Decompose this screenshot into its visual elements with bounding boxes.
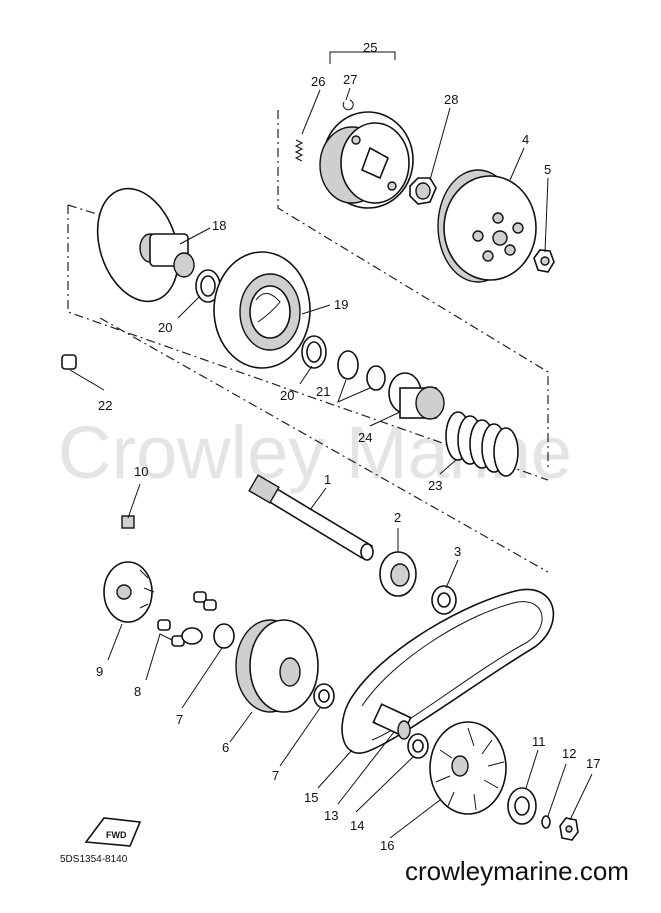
callout-23: 23 [428,478,442,493]
movable-sheave-part[interactable] [235,619,319,713]
collar-part[interactable] [431,585,457,615]
seal-part[interactable] [507,787,537,825]
callout-27: 27 [343,72,357,87]
callout-20-lower: 20 [280,388,294,403]
callout-12: 12 [562,746,576,761]
fixed-sheave-fan-part[interactable] [429,721,507,815]
callout-25: 25 [363,40,377,55]
ring-part[interactable] [407,733,429,759]
callout-10: 10 [134,464,148,479]
leader-lines [69,51,593,839]
callout-14: 14 [350,818,364,833]
washer-part[interactable] [313,683,335,709]
forward-marker-label: FWD [106,830,127,840]
callout-16: 16 [380,838,394,853]
callout-19: 19 [334,297,348,312]
callout-11: 11 [532,734,546,749]
callout-26: 26 [311,74,325,89]
sheave-collar-part[interactable] [372,703,412,740]
callout-24: 24 [358,430,372,445]
weight-roller-part[interactable] [181,623,235,649]
website-url: crowleymarine.com [405,856,629,886]
drive-shaft-part[interactable] [248,474,374,561]
spring-part[interactable] [294,139,304,162]
callout-4: 4 [522,132,529,147]
diagram-code: 5DS1354-8140 [60,854,128,865]
callout-7-left: 7 [176,712,183,727]
washer-lower-part[interactable] [301,335,327,369]
housing-nut-part[interactable] [533,249,555,273]
sheave-nut-part[interactable] [559,817,579,841]
cam-part[interactable] [103,561,155,623]
spring-guide-part[interactable] [388,372,445,420]
o-ring-pair-part[interactable] [337,350,386,391]
callout-3: 3 [454,544,461,559]
clutch-carrier-part[interactable] [319,111,414,209]
callout-6: 6 [222,740,229,755]
callout-17: 17 [586,756,600,771]
callout-9: 9 [96,664,103,679]
callout-7-right: 7 [272,768,279,783]
nut-part[interactable] [409,177,437,205]
circlip-part[interactable] [342,99,354,111]
callout-5: 5 [544,162,551,177]
callout-1: 1 [324,472,331,487]
primary-sheave-part[interactable] [84,178,195,312]
clutch-housing-part[interactable] [437,169,537,283]
forward-direction-marker: FWD [84,817,142,847]
slider-set-part[interactable] [157,591,217,647]
small-washer-part[interactable] [541,815,551,829]
secondary-sheave-part[interactable] [213,251,311,369]
bearing-part[interactable] [379,551,417,597]
callout-22: 22 [98,398,112,413]
callout-21: 21 [316,384,330,399]
washer-upper-part[interactable] [195,269,221,303]
compression-spring-part[interactable] [445,411,519,477]
callout-20-upper: 20 [158,320,172,335]
upper-assembly-boundary [67,110,549,481]
callout-labels: 25 26 27 28 4 5 18 19 20 20 21 22 24 23 … [96,40,600,853]
callout-15: 15 [304,790,318,805]
callout-13: 13 [324,808,338,823]
callout-2: 2 [394,510,401,525]
callout-28: 28 [444,92,458,107]
callout-18: 18 [212,218,226,233]
clip-part[interactable] [121,515,135,529]
bolt-part[interactable] [61,354,77,370]
callout-8: 8 [134,684,141,699]
